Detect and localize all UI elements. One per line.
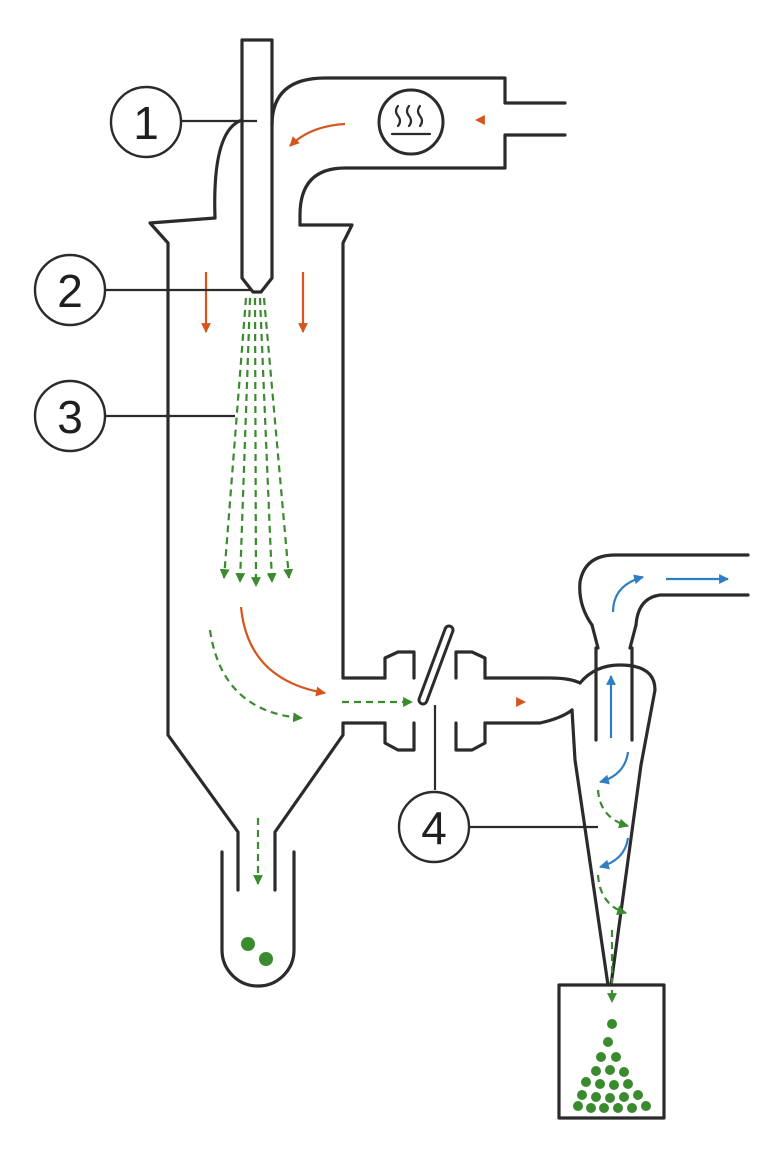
spray-cone [219,297,294,587]
product-collection-container [557,983,666,1120]
butterfly-valve [417,624,455,706]
callout-3: 3 [33,379,235,453]
drying-chamber [148,216,387,892]
flange-right [454,650,487,752]
collected-particle [259,952,273,966]
flange-left [383,650,416,752]
callout-2-label: 2 [57,265,83,317]
hot-air-flow-arrows [289,115,540,147]
chamber-hot-air-arrows [201,272,326,723]
callout-1: 1 [109,85,257,159]
collected-powder-pile [573,1019,651,1113]
callout-2: 2 [33,253,252,327]
transfer-duct [483,676,582,725]
atomizer-nozzle [240,38,274,294]
chamber-collection-vessel [220,818,296,988]
callout-4: 4 [397,705,598,864]
callout-4-label: 4 [421,802,447,854]
cyclone-particle-arrows [596,789,629,1003]
duct-hot-air-arrow [289,122,346,147]
heater-icon [377,88,445,156]
cyclone-vortex-finder [590,623,638,742]
callout-3-label: 3 [57,391,83,443]
exhaust-outlet-duct [578,553,750,627]
callout-1-label: 1 [133,97,159,149]
cyclone-separator [570,663,657,987]
exhaust-air-arrows [599,574,729,870]
collected-particle [241,937,255,951]
